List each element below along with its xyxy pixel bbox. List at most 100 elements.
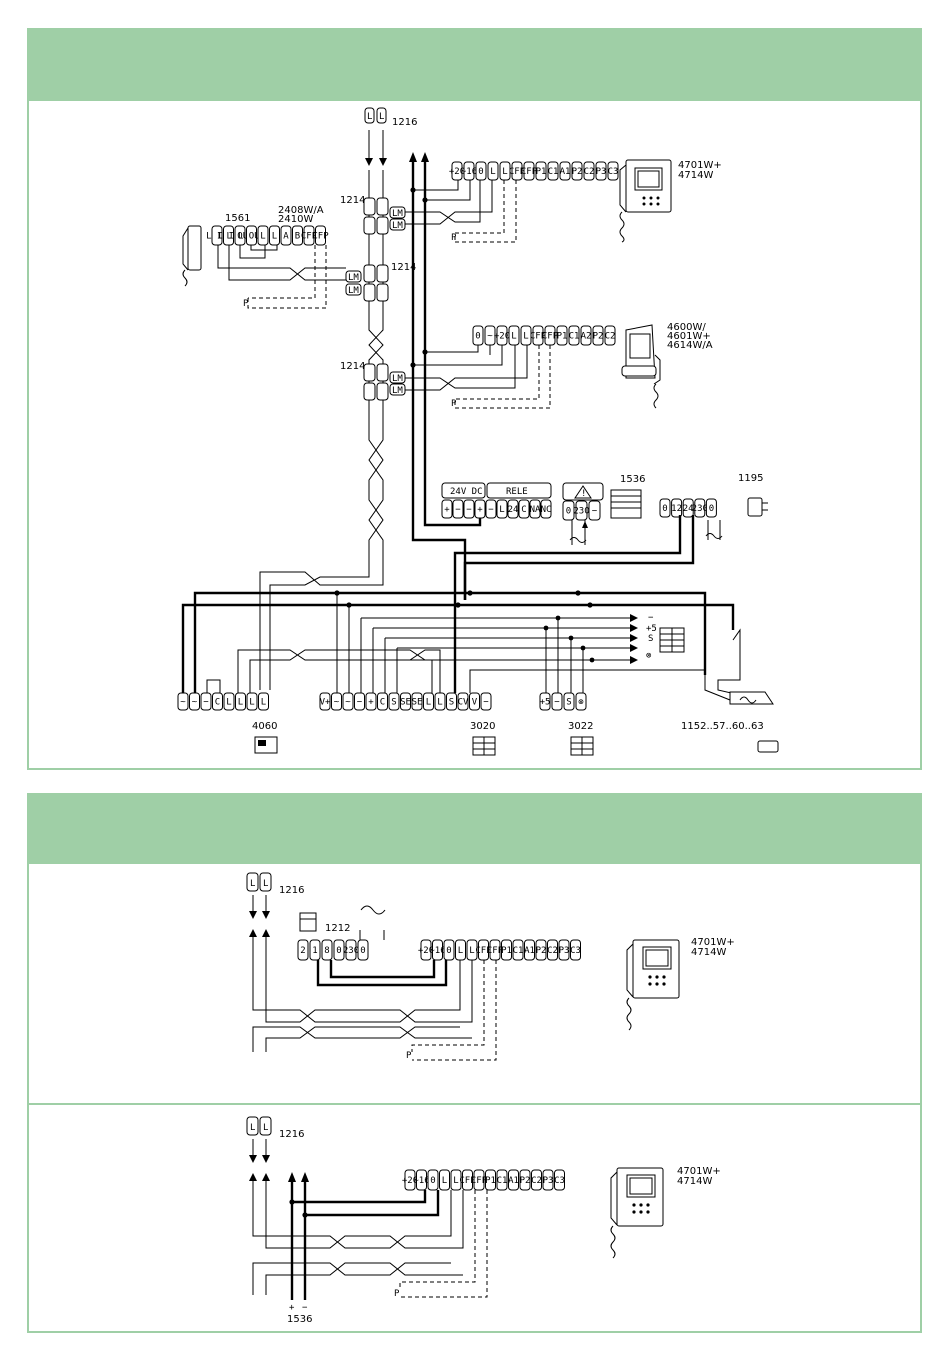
terminal bbox=[520, 325, 532, 346]
panel-header-2 bbox=[29, 795, 920, 864]
terminal-label: 0 bbox=[430, 1176, 435, 1186]
indicator-labels: − +5 S ⊗ bbox=[646, 613, 685, 661]
terminal bbox=[592, 325, 604, 346]
svg-text:1216: 1216 bbox=[279, 1129, 304, 1140]
terminal bbox=[377, 692, 388, 711]
terminal bbox=[269, 225, 280, 246]
terminal-label: C3 bbox=[570, 946, 581, 956]
terminal bbox=[189, 692, 200, 711]
terminal-label: 230 bbox=[343, 946, 359, 956]
svg-text:P: P bbox=[451, 399, 457, 409]
terminal bbox=[333, 939, 345, 961]
svg-text:RELE: RELE bbox=[506, 487, 528, 497]
svg-text:S: S bbox=[648, 634, 653, 644]
terminal bbox=[604, 325, 616, 346]
svg-text:4701W+: 4701W+ bbox=[678, 160, 722, 171]
terminal-label: 0 bbox=[336, 946, 341, 956]
svg-text:4714W: 4714W bbox=[678, 170, 713, 181]
terminal-label: +20 bbox=[494, 332, 510, 342]
terminal bbox=[682, 498, 694, 518]
svg-text:1216: 1216 bbox=[279, 885, 304, 896]
svg-text:L: L bbox=[263, 1123, 268, 1133]
terminal-label: ~ bbox=[334, 698, 340, 708]
terminal bbox=[556, 325, 568, 346]
terminal bbox=[518, 499, 530, 519]
terminal-label: L bbox=[238, 698, 243, 708]
terminal-label: L bbox=[458, 946, 463, 956]
svg-text:+: + bbox=[289, 1303, 295, 1313]
terminal-label: 0 bbox=[478, 167, 483, 177]
terminal bbox=[258, 692, 269, 711]
terminal-label: B bbox=[295, 232, 300, 242]
terminal bbox=[280, 225, 292, 246]
terminal-label: ~ bbox=[345, 698, 351, 708]
terminal bbox=[452, 499, 464, 519]
svg-text:P: P bbox=[394, 1289, 400, 1299]
device-1536: 1536 bbox=[610, 474, 645, 519]
terminal-label: − bbox=[554, 698, 560, 708]
terminal-label: 230 bbox=[692, 504, 708, 514]
terminal bbox=[607, 161, 619, 181]
terminal-label: V bbox=[472, 698, 478, 708]
terminal-label: CFP bbox=[459, 1176, 476, 1186]
terminal bbox=[559, 161, 571, 181]
terminal-label: CFP bbox=[530, 332, 547, 342]
terminal bbox=[554, 1169, 565, 1191]
terminal-label: A bbox=[283, 232, 289, 242]
terminal-label: ~ bbox=[192, 698, 198, 708]
terminal bbox=[451, 161, 463, 181]
terminal-label: C1 bbox=[497, 1176, 508, 1186]
terminal-label: C bbox=[521, 505, 526, 515]
terminal-label: − bbox=[592, 507, 598, 517]
variant-b-wiring: P + − 1536 bbox=[252, 1172, 488, 1325]
terminal bbox=[257, 225, 269, 246]
terminal-label: − bbox=[488, 505, 494, 515]
terminal bbox=[315, 225, 326, 246]
terminal-label: + bbox=[444, 505, 450, 515]
svg-text:LM: LM bbox=[392, 386, 403, 396]
terminal bbox=[524, 939, 535, 961]
svg-text:4600W/: 4600W/ bbox=[667, 322, 706, 333]
rectifier-mains bbox=[569, 520, 588, 545]
video-monitor-variant-a: 4701W+ 4714W bbox=[626, 937, 735, 1031]
terminal bbox=[588, 500, 601, 521]
terminal-label: L bbox=[249, 698, 254, 708]
svg-text:LM: LM bbox=[392, 209, 403, 219]
terminal bbox=[404, 1169, 416, 1191]
svg-text:L: L bbox=[250, 1123, 255, 1133]
terminal bbox=[432, 939, 443, 961]
svg-text:24V DC: 24V DC bbox=[450, 487, 483, 497]
terminal bbox=[575, 500, 588, 521]
svg-text:LM: LM bbox=[348, 286, 359, 296]
terminal bbox=[357, 939, 369, 961]
terminal-label: 2 bbox=[300, 946, 305, 956]
terminal bbox=[694, 498, 706, 518]
terminal-label: P2 bbox=[593, 332, 604, 342]
svg-text:L: L bbox=[379, 112, 384, 122]
terminal-label: L bbox=[272, 232, 277, 242]
terminal bbox=[507, 499, 519, 519]
terminal-label: L bbox=[453, 1176, 458, 1186]
terminal-label: − bbox=[203, 698, 209, 708]
terminal bbox=[177, 692, 189, 711]
terminal-label: S bbox=[449, 698, 454, 708]
terminal-label: CFP bbox=[509, 167, 526, 177]
camera-1152 bbox=[729, 691, 774, 705]
terminal-label: CFP bbox=[487, 946, 504, 956]
svg-text:−: − bbox=[648, 613, 654, 623]
terminal-label: L bbox=[523, 332, 528, 342]
terminal-label: C1 bbox=[548, 167, 559, 177]
svg-text:1212: 1212 bbox=[325, 923, 350, 934]
terminal-label: C1 bbox=[569, 332, 580, 342]
terminal-label: C3 bbox=[608, 167, 619, 177]
terminal bbox=[474, 499, 486, 519]
terminal-label: L bbox=[502, 167, 507, 177]
terminal-label: A1 bbox=[508, 1176, 519, 1186]
terminal bbox=[532, 325, 544, 346]
terminal-label: ~16 bbox=[429, 946, 445, 956]
terminal bbox=[475, 161, 487, 181]
terminal bbox=[671, 498, 683, 518]
